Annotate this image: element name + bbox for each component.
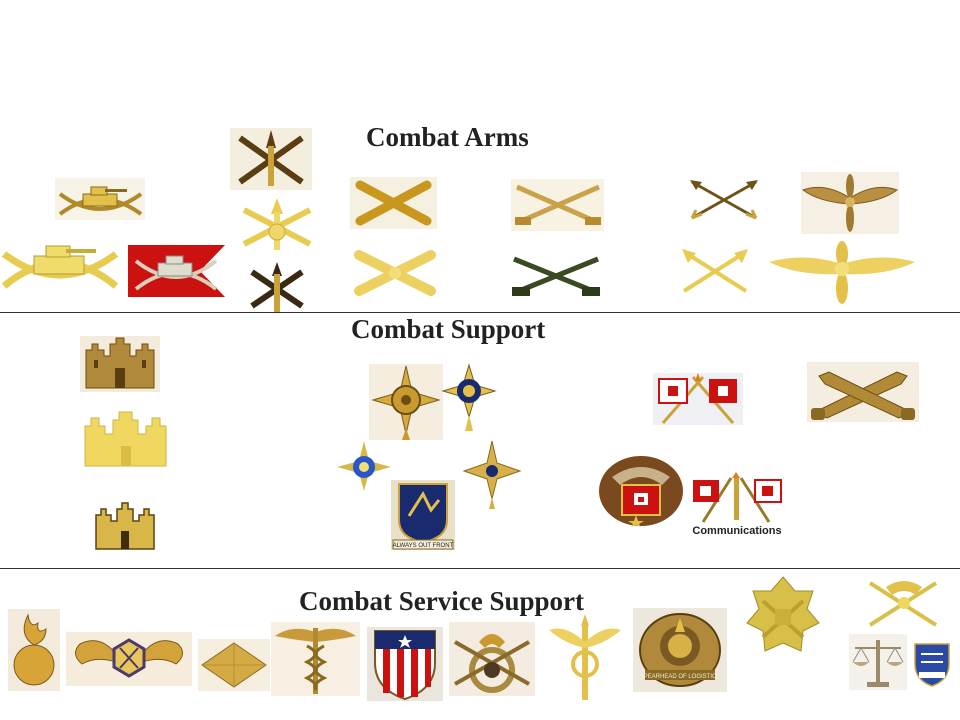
- special-forces-insignia-icon: [690, 180, 758, 220]
- transportation-insignia-icon: [549, 614, 621, 700]
- military-intelligence-insignia-icon: ALWAYS OUT FRONT: [391, 480, 455, 550]
- mi-unit-motto: ALWAYS OUT FRONT: [393, 543, 454, 549]
- logistics-crest-insignia-icon: SPEARHEAD OF LOGISTICS: [633, 608, 727, 692]
- engineer-castle-insignia-icon: [80, 336, 160, 392]
- section-title-combat-support: Combat Support: [351, 314, 546, 344]
- chemical-insignia-icon: [66, 632, 192, 686]
- aviation-insignia-icon: [769, 241, 915, 304]
- air-defense-artillery-insignia-icon: [242, 198, 312, 250]
- judge-advocate-insignia-icon: [849, 634, 907, 690]
- logistics-motto: SPEARHEAD OF LOGISTICS: [640, 674, 721, 680]
- ordnance-insignia-icon: [8, 609, 60, 691]
- quartermaster-insignia-icon: [449, 622, 535, 696]
- section-title-combat-arms: Combat Arms: [366, 122, 529, 152]
- air-defense-artillery-insignia-icon: [230, 128, 312, 190]
- military-intelligence-insignia-icon: [462, 440, 522, 509]
- medical-caduceus-insignia-icon: [271, 622, 360, 696]
- infantry-insignia-icon: [512, 256, 600, 296]
- signal-flags-insignia-icon: Communications: [692, 472, 782, 537]
- military-intelligence-insignia-icon: [441, 363, 497, 431]
- engineer-castle-insignia-icon: [84, 411, 167, 467]
- armor-insignia-icon: [1, 245, 119, 289]
- finance-insignia-icon: [198, 639, 270, 691]
- air-defense-artillery-insignia-icon: [250, 262, 304, 312]
- engineer-castle-insignia-icon: [95, 502, 155, 550]
- field-artillery-insignia-icon: [350, 177, 437, 229]
- military-police-insignia-icon: [807, 362, 919, 422]
- cavalry-guidon-insignia-icon: [128, 245, 225, 297]
- section-title-combat-service-support: Combat Service Support: [299, 586, 584, 616]
- signal-flags-insignia-icon: [653, 373, 743, 425]
- adjutant-general-shield-insignia-icon: [367, 627, 443, 701]
- judge-advocate-insignia-icon: [868, 581, 938, 627]
- civil-affairs-insignia-icon: [746, 576, 820, 652]
- special-forces-insignia-icon: [682, 249, 748, 293]
- section-divider: [0, 568, 960, 569]
- armor-insignia-icon: [55, 178, 145, 220]
- section-divider: [0, 312, 960, 313]
- judge-advocate-insignia-icon: [914, 643, 950, 687]
- military-intelligence-insignia-icon: [337, 441, 391, 491]
- signal-flags-insignia-icon: [599, 456, 683, 527]
- infantry-insignia-icon: [511, 179, 604, 231]
- military-intelligence-insignia-icon: [369, 364, 443, 440]
- field-artillery-insignia-icon: [354, 250, 436, 296]
- aviation-insignia-icon: [801, 172, 899, 234]
- signal-communications-caption: Communications: [692, 525, 781, 537]
